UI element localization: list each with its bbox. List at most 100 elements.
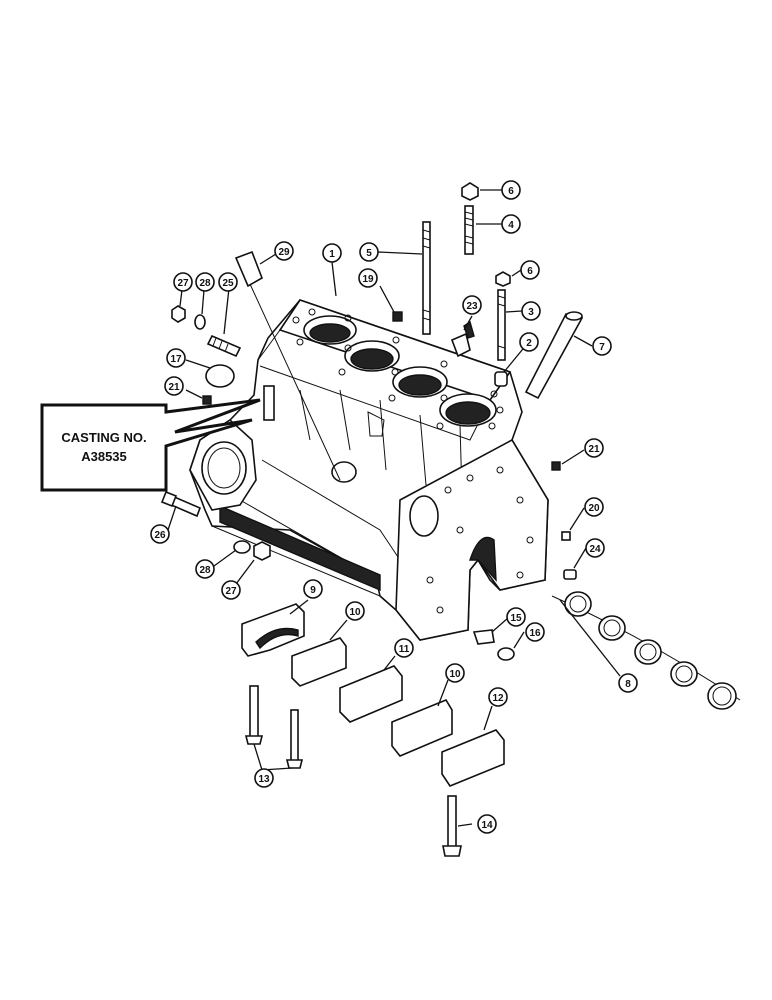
callout-9: 9 [303, 579, 323, 599]
callout-7-label: 7 [599, 342, 605, 353]
cap-17 [205, 364, 235, 388]
bolt-14 [442, 795, 462, 857]
callout-12-label: 12 [492, 693, 504, 704]
bearing-shells-8 [551, 591, 741, 710]
callout-6-upper: 6 [501, 180, 521, 200]
callout-15-label: 15 [510, 613, 522, 624]
plug-19 [392, 311, 403, 322]
callout-10-upper: 10 [345, 601, 365, 621]
callout-9-label: 9 [310, 585, 316, 596]
callout-28-upper: 28 [195, 272, 215, 292]
callout-2: 2 [519, 332, 539, 352]
callout-19: 19 [358, 268, 378, 288]
cylinder-block [189, 299, 549, 641]
callout-28-lower: 28 [195, 559, 215, 579]
callout-8: 8 [618, 673, 638, 693]
dowel-24 [563, 569, 577, 580]
callout-10-lower-label: 10 [449, 669, 461, 680]
plug-21-left [202, 395, 212, 405]
callout-29: 29 [274, 241, 294, 261]
callout-3-label: 3 [528, 307, 534, 318]
washer-28-upper [194, 314, 206, 330]
stud-25 [206, 334, 242, 358]
callout-29-label: 29 [278, 247, 290, 258]
callout-20: 20 [584, 497, 604, 517]
callout-11-label: 11 [399, 644, 410, 655]
callout-4-label: 4 [508, 220, 514, 231]
callout-13: 13 [254, 768, 274, 788]
callout-11: 11 [394, 638, 414, 658]
callout-5-label: 5 [366, 248, 372, 259]
callout-16: 16 [525, 622, 545, 642]
nut-upper [461, 182, 479, 201]
callout-16-label: 16 [529, 628, 541, 639]
callout-24: 24 [585, 538, 605, 558]
plug-21-right [551, 461, 561, 471]
callout-25: 25 [218, 272, 238, 292]
callout-20-label: 20 [588, 503, 600, 514]
callout-28-lower-label: 28 [199, 565, 211, 576]
casting-label-line2: A38535 [81, 449, 127, 464]
bearing-cap-10-upper [291, 637, 347, 687]
callout-8-label: 8 [625, 679, 631, 690]
stud-5 [422, 221, 431, 335]
callout-4: 4 [501, 214, 521, 234]
callout-27-upper: 27 [173, 272, 193, 292]
callout-21-left-label: 21 [168, 382, 180, 393]
bearing-cap-9 [241, 603, 305, 657]
callout-3: 3 [521, 301, 541, 321]
stud-3 [497, 289, 506, 361]
nut-27-upper [171, 305, 186, 323]
fitting-23 [450, 320, 475, 358]
callout-10-upper-label: 10 [349, 607, 361, 618]
callout-21-right-label: 21 [588, 444, 600, 455]
casting-label: CASTING NO. A38535 [40, 398, 261, 492]
callout-17: 17 [166, 348, 186, 368]
callout-2-label: 2 [526, 338, 532, 349]
callout-14-label: 14 [481, 820, 493, 831]
bolt-26 [160, 490, 202, 518]
callout-5: 5 [359, 242, 379, 262]
callout-27-lower: 27 [221, 580, 241, 600]
callout-13-label: 13 [258, 774, 270, 785]
bolt-13-right [285, 709, 304, 769]
callout-6-upper-label: 6 [508, 186, 514, 197]
callout-14: 14 [477, 814, 497, 834]
callout-26: 26 [150, 524, 170, 544]
callout-1-label: 1 [329, 249, 335, 260]
callout-6-lower-label: 6 [527, 266, 533, 277]
callout-25-label: 25 [222, 278, 234, 289]
callout-10-lower: 10 [445, 663, 465, 683]
callout-7: 7 [592, 336, 612, 356]
nut-27-lower [253, 541, 271, 561]
bearing-cap-10-lower [391, 699, 453, 757]
callout-15: 15 [506, 607, 526, 627]
dowel-2 [494, 371, 508, 387]
fitting-29 [234, 250, 341, 481]
tube-7 [524, 311, 584, 400]
washer-16 [497, 647, 515, 661]
callout-1: 1 [322, 243, 342, 263]
callout-23: 23 [462, 295, 482, 315]
callout-24-label: 24 [589, 544, 601, 555]
callout-12: 12 [488, 687, 508, 707]
bearing-cap-11 [339, 665, 403, 723]
callout-6-lower: 6 [520, 260, 540, 280]
callouts: 1 2 3 4 5 6 6 7 8 9 10 10 11 12 13 14 15… [150, 180, 638, 834]
callout-21-right: 21 [584, 438, 604, 458]
callout-27-lower-label: 27 [225, 586, 237, 597]
callout-26-label: 26 [154, 530, 166, 541]
bolt-13-left [244, 685, 264, 745]
stud-4 [464, 205, 474, 255]
washer-28-lower [233, 540, 251, 554]
callout-21-left: 21 [164, 376, 184, 396]
plug-15 [472, 629, 495, 645]
callout-27-upper-label: 27 [177, 278, 189, 289]
casting-label-line1: CASTING NO. [61, 430, 146, 445]
plug-20 [561, 531, 571, 541]
callout-19-label: 19 [362, 274, 374, 285]
bearing-cap-12 [441, 729, 505, 787]
callout-17-label: 17 [170, 354, 182, 365]
callout-23-label: 23 [466, 301, 478, 312]
